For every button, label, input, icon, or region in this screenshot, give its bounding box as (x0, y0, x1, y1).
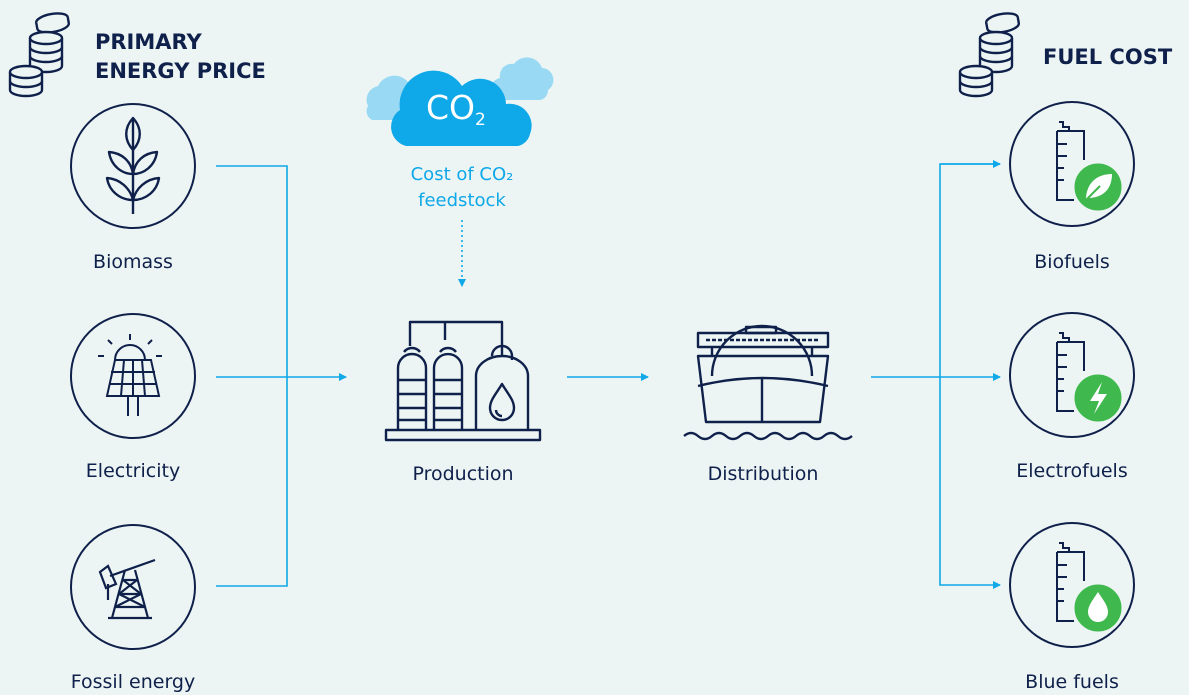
primary-energy-price-header: PRIMARY ENERGY PRICE (95, 28, 266, 86)
plant-icon (105, 116, 161, 214)
primary-header-line2: ENERGY PRICE (95, 59, 266, 83)
blue-fuel-tank-icon (1056, 542, 1085, 622)
fuel-cost-header: FUEL COST (1043, 45, 1173, 69)
biomass-label: Biomass (93, 251, 173, 273)
co2-cloud-icon (366, 57, 554, 146)
primary-header-line1: PRIMARY (95, 30, 202, 54)
leaf-icon (1071, 160, 1125, 214)
electricity-circle (70, 313, 196, 439)
input-connectors (216, 160, 1001, 589)
electrofuels-label: Electrofuels (1016, 460, 1128, 482)
electrofuels-circle (1009, 312, 1135, 438)
ship-icon (683, 324, 853, 441)
biofuel-tank-icon (1056, 121, 1085, 201)
biofuels-label: Biofuels (1034, 251, 1110, 273)
co2-note-line1: Cost of CO₂ (410, 164, 514, 185)
co2-feedstock-note: Cost of CO₂ feedstock (411, 162, 514, 214)
co2-note-line2: feedstock (418, 190, 506, 211)
co2-cloud-label: CO2 (426, 88, 486, 130)
oil-pump-icon (98, 558, 156, 620)
production-label: Production (412, 463, 514, 485)
biomass-circle (70, 103, 196, 229)
blue-fuels-label: Blue fuels (1025, 671, 1119, 693)
fossil-energy-label: Fossil energy (70, 671, 196, 693)
distribution-label: Distribution (707, 463, 819, 485)
lightning-icon (1071, 371, 1125, 425)
blue-fuels-circle (1009, 522, 1135, 648)
electricity-label: Electricity (85, 460, 181, 482)
solar-panel-icon (98, 334, 162, 416)
coins-icon-fuel (958, 12, 1020, 98)
drop-icon (1071, 581, 1125, 635)
electrofuel-tank-icon (1056, 332, 1085, 412)
fossil-circle (70, 524, 196, 650)
biofuels-circle (1009, 101, 1135, 227)
coins-icon-primary (8, 12, 70, 98)
production-plant-icon (384, 320, 542, 442)
